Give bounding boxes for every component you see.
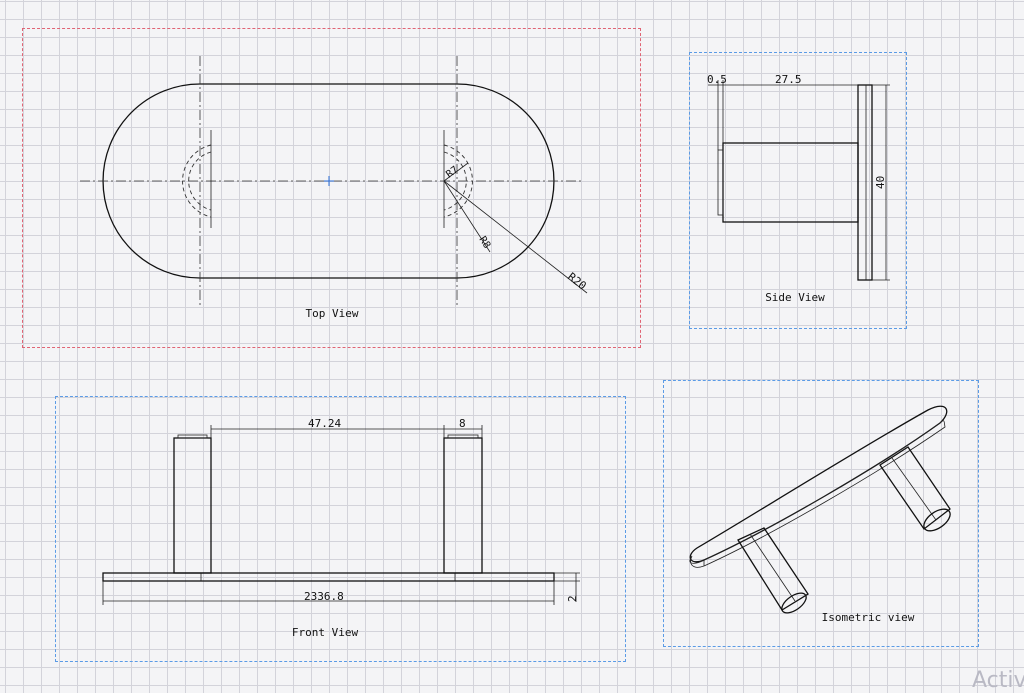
side-dim-length: 27.5: [775, 73, 802, 86]
r7-label: R7: [444, 164, 460, 180]
front-dim-pin-width: 8: [459, 417, 466, 430]
side-view-label: Side View: [765, 291, 825, 304]
r20-leader: [443, 180, 588, 294]
iso-front-pin: [737, 527, 809, 614]
front-view-right-pin: [443, 437, 483, 574]
side-view-pin-chamfer: [717, 149, 724, 216]
r20-label: R20: [565, 270, 589, 292]
side-dim-offset: 0.5: [707, 73, 727, 86]
r7-leader: [443, 162, 469, 182]
side-view-frame: [689, 52, 907, 329]
isometric-view: Isometric view: [689, 405, 951, 624]
isometric-view-frame: [663, 380, 979, 647]
front-view-base-plate: [102, 572, 555, 582]
top-view-left-hidden-circle-inner: [188, 151, 212, 211]
side-view-pin-body: [722, 142, 859, 223]
r8-label: R8: [476, 235, 492, 251]
front-view-right-pin-cap: [447, 434, 479, 439]
iso-plate: [689, 405, 948, 568]
iso-back-pin: [879, 446, 951, 532]
front-dim-thickness: 2: [566, 595, 579, 602]
side-view-flange: [857, 84, 873, 281]
top-view-label: Top View: [306, 307, 359, 320]
side-view: 0.5 27.5 40 Side View: [707, 73, 890, 304]
top-view-left-hidden-circle-outer: [182, 144, 212, 218]
top-view-frame: [22, 28, 641, 348]
top-view-right-hidden-circle-inner: [443, 151, 467, 211]
side-dim-height: 40: [874, 176, 887, 189]
top-view-right-hidden-circle-outer: [443, 144, 473, 218]
r8-leader: [443, 180, 491, 253]
front-view: 47.24 8 2336.8 2 Front View: [102, 417, 580, 639]
watermark-text: Activ: [972, 668, 1024, 693]
front-dim-overall-length: 2336.8: [304, 590, 344, 603]
front-view-left-pin: [173, 437, 212, 574]
top-view: R7 R8 R20 Top View: [80, 56, 589, 320]
front-dim-center-distance: 47.24: [308, 417, 341, 430]
front-view-label: Front View: [292, 626, 359, 639]
front-view-left-pin-cap: [177, 434, 208, 439]
isometric-view-label: Isometric view: [822, 611, 915, 624]
front-view-frame: [55, 396, 626, 662]
